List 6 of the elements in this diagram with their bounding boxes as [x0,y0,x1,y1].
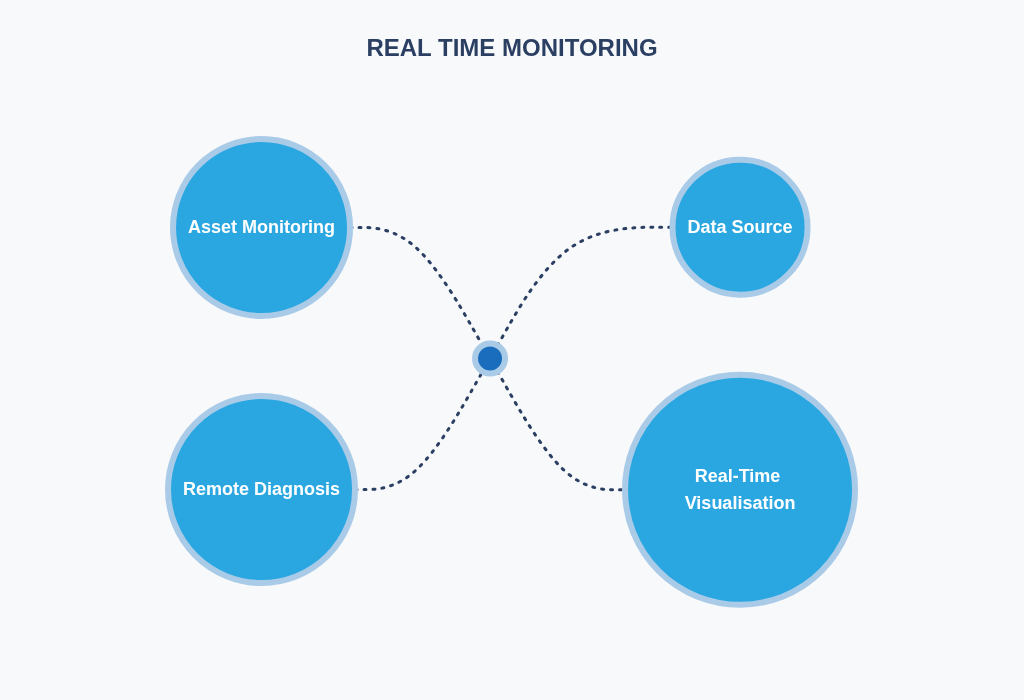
node-circle: Asset Monitoring [170,136,354,320]
node-circle: Real-Time Visualisation [622,371,859,608]
node-circle: Data Source [670,156,812,298]
node-circle [472,340,509,377]
diagram-title: REAL TIME MONITORING [365,34,659,62]
node-circle: Remote Diagnosis [165,393,359,587]
